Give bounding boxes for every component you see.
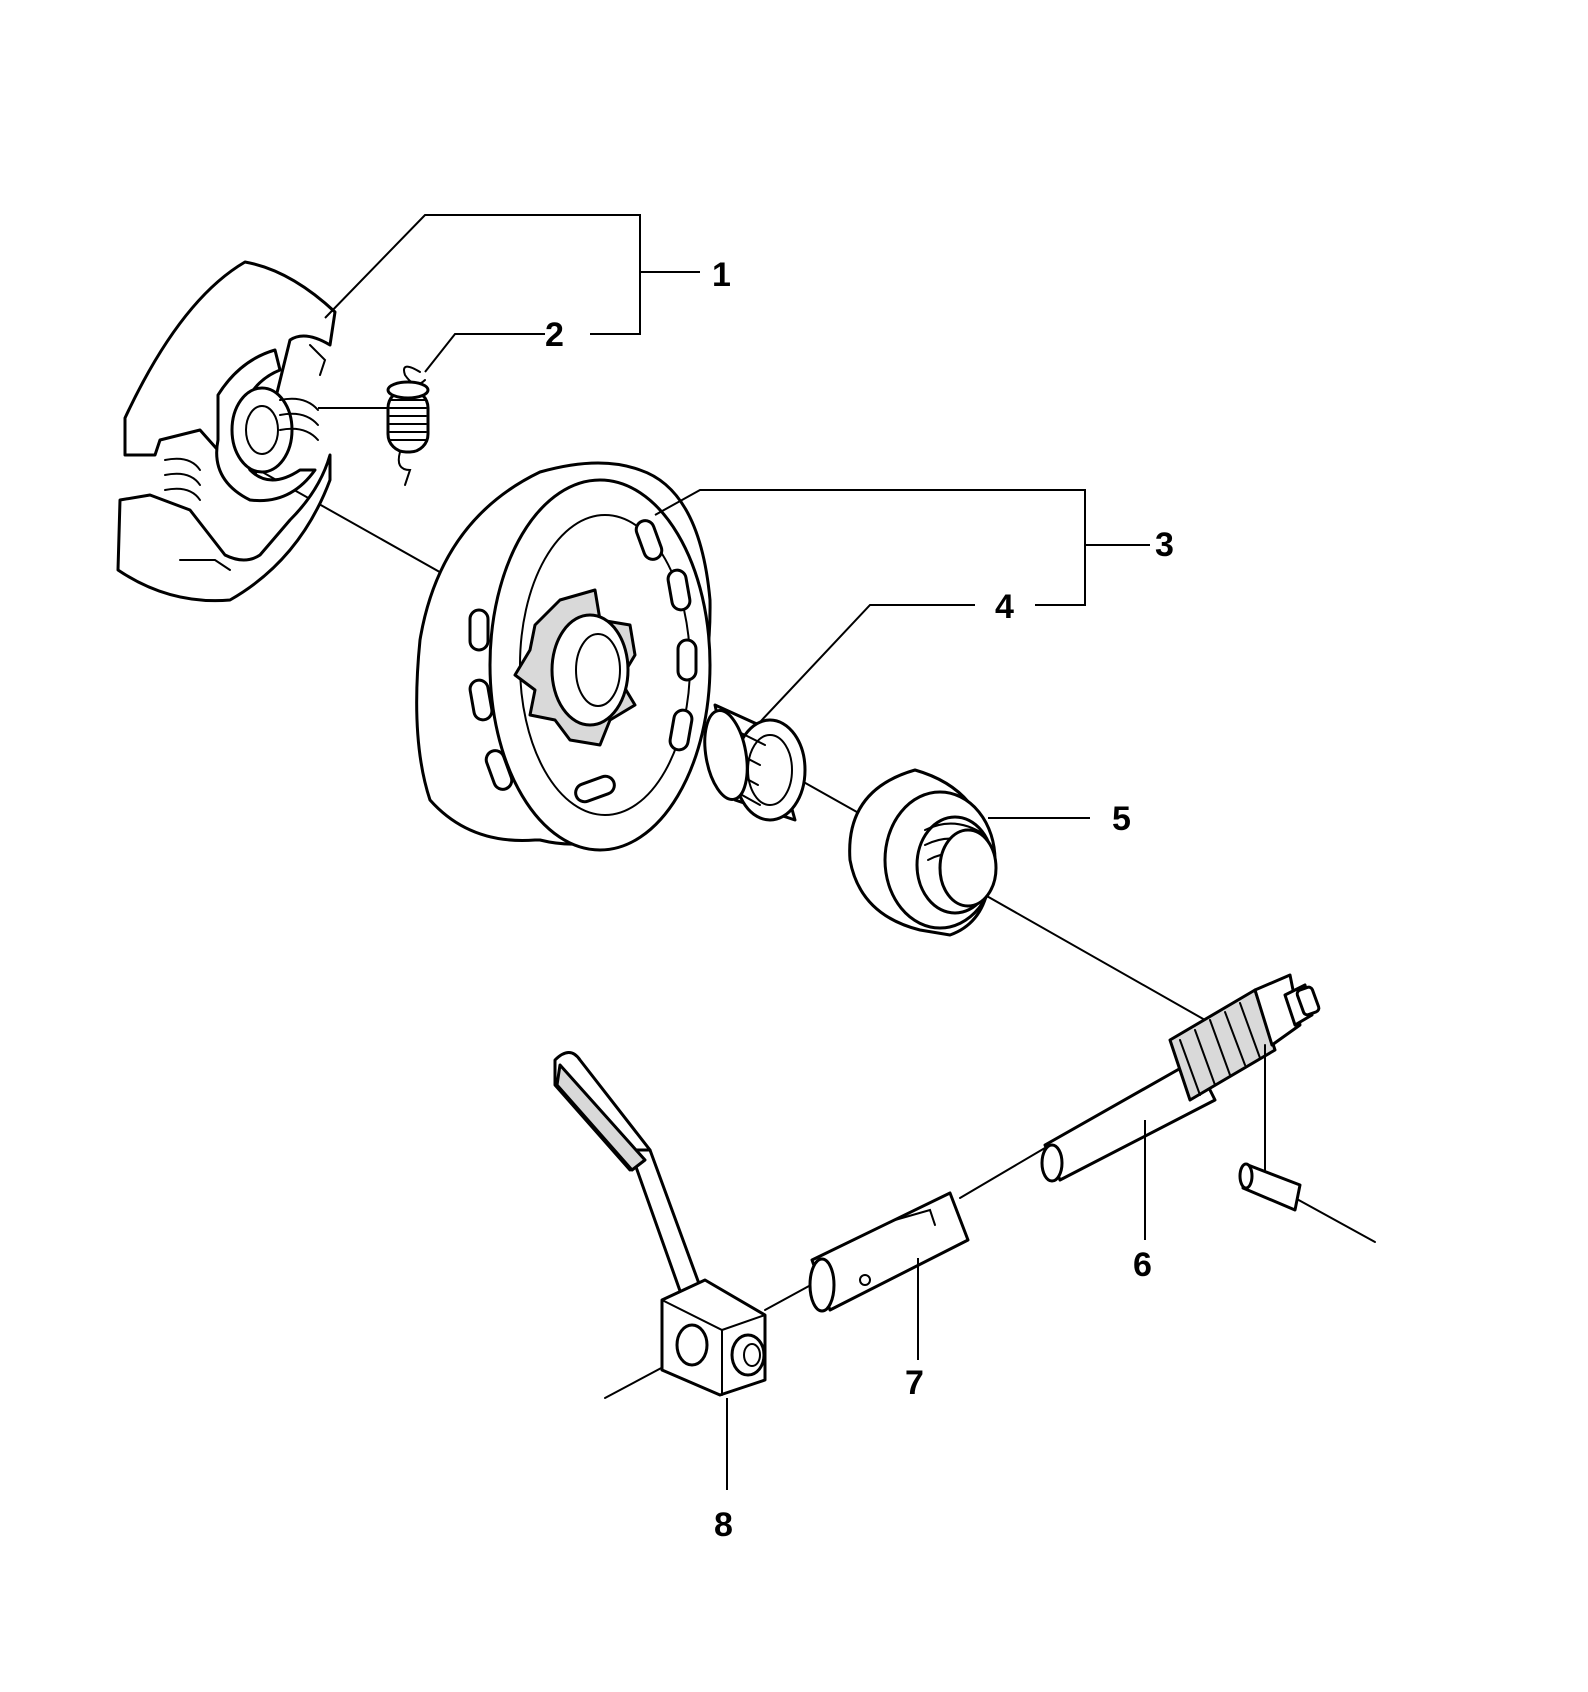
leader-1-2-join xyxy=(590,272,641,335)
clutch-drum xyxy=(415,461,712,852)
clutch-spring xyxy=(386,365,430,486)
sleeve xyxy=(808,1191,970,1313)
lever-arm xyxy=(553,1051,767,1397)
leader-3-4-join xyxy=(1035,545,1086,606)
axis-line-pin xyxy=(1294,1197,1376,1243)
callout-7: 7 xyxy=(905,1364,924,1402)
small-pin xyxy=(1238,1162,1302,1212)
callout-3: 3 xyxy=(1155,526,1174,564)
clutch-shoes xyxy=(116,260,337,603)
callout-2: 2 xyxy=(545,316,564,354)
callout-5: 5 xyxy=(1112,800,1131,838)
callout-1: 1 xyxy=(712,256,731,294)
drive-shaft xyxy=(1040,973,1321,1183)
axis-line-upper xyxy=(231,454,446,576)
leader-3 xyxy=(654,489,1150,546)
callout-4: 4 xyxy=(995,588,1014,626)
axis-line-mid-3 xyxy=(984,894,1206,1021)
callout-8: 8 xyxy=(714,1506,733,1544)
leader-2 xyxy=(424,333,545,373)
flange-washer xyxy=(848,768,998,937)
needle-bearing xyxy=(703,703,807,822)
axis-line-lower-1 xyxy=(959,1144,1051,1199)
leader-4 xyxy=(759,604,975,723)
leader-1 xyxy=(324,214,700,319)
callout-6: 6 xyxy=(1133,1246,1152,1284)
